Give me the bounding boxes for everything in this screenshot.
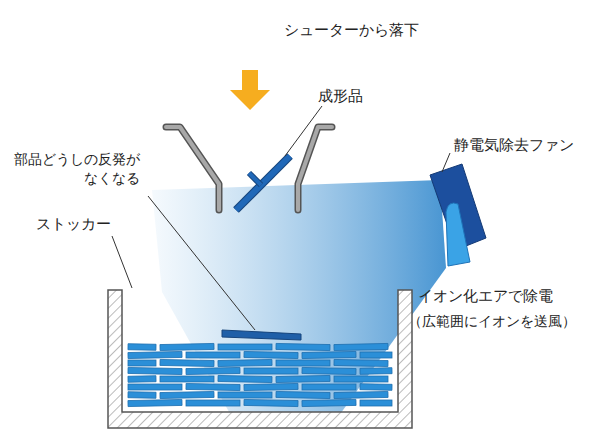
stacked-part: [128, 376, 156, 383]
chute-guides: [166, 127, 332, 210]
stacked-part: [218, 344, 272, 350]
stacked-part: [360, 368, 392, 375]
stocker-box: [108, 290, 412, 428]
stacked-part: [334, 359, 388, 366]
stacked-part: [302, 367, 356, 374]
stacked-part: [276, 375, 330, 382]
stacked-part: [218, 375, 272, 382]
label: ストッカー: [36, 214, 111, 234]
stacked-part: [276, 360, 330, 366]
label: イオン化エアで除電: [418, 286, 553, 306]
stacked-part: [186, 400, 240, 406]
stacked-part: [218, 392, 272, 398]
label: 静電気除去ファン: [454, 135, 574, 155]
stacked-part: [128, 367, 182, 374]
stacked-part: [334, 391, 388, 398]
stacked-part: [160, 343, 214, 350]
stacked-part: [128, 351, 182, 358]
fall-arrow: [230, 70, 270, 110]
label: 部品どうしの反発が なくなる: [4, 150, 140, 188]
stacked-part: [160, 376, 214, 382]
stacked-part: [160, 359, 214, 366]
molded-part: [236, 156, 290, 210]
stacked-part: [334, 376, 388, 382]
stacked-part: [244, 399, 298, 406]
stacked-part: [360, 352, 392, 358]
stacked-part: [128, 392, 156, 399]
stacked-parts: [128, 343, 392, 406]
stacked-part: [160, 391, 214, 398]
stacked-part: [218, 359, 272, 366]
stacked-part: [244, 368, 298, 374]
stacked-part: [128, 399, 182, 406]
stacked-part: [186, 383, 240, 390]
stacked-part: [360, 400, 392, 406]
stacked-part: [276, 343, 330, 350]
stacked-part: [128, 360, 156, 366]
stacked-part: [302, 399, 356, 406]
stacked-part: [244, 383, 298, 390]
label: 成形品: [318, 86, 363, 106]
stacked-part: [128, 384, 182, 390]
top-part: [222, 330, 301, 340]
stacked-part: [128, 344, 156, 351]
stacked-part: [186, 352, 240, 358]
label: シューターから落下: [284, 20, 419, 40]
static-eliminator-fan: [430, 164, 486, 266]
stacked-part: [244, 351, 298, 358]
stacked-part: [302, 384, 356, 390]
label: （広範囲にイオンを送風）: [408, 312, 576, 331]
stacked-part: [186, 367, 240, 374]
stacked-part: [276, 391, 330, 398]
stacked-part: [334, 343, 388, 350]
stacked-part: [360, 384, 392, 391]
stacked-part: [302, 351, 356, 358]
leader-lines: [112, 106, 450, 330]
